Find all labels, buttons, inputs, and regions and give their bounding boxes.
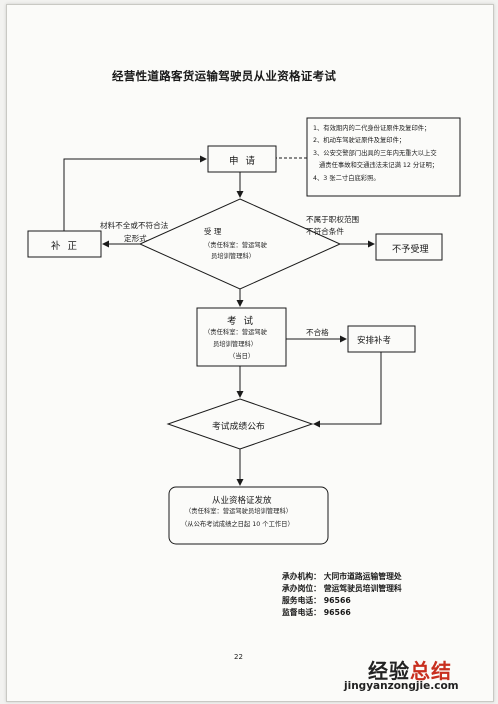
requirement-line: 通责任事故和交通违法未记满 12 分证明；	[319, 162, 439, 169]
edge-label-not-qualified: 不符合条件	[306, 227, 344, 236]
edge-label-out-of-scope: 不属于职权范围	[306, 215, 360, 224]
issue-title: 从业资格证发放	[212, 496, 272, 506]
arrow-supplement-apply	[63, 155, 207, 231]
exam-line2: 员培训管理科）	[213, 341, 258, 348]
requirement-line: 2、机动车驾驶证原件及复印件；	[313, 137, 406, 144]
contact-supervise-phone: 监督电话： 96566	[282, 608, 351, 617]
edge-label-incomplete-2: 定形式	[124, 234, 147, 243]
accept-line2: 员培训管理科）	[211, 253, 256, 260]
issue-line1: （责任科室：营运驾驶员培训管理科）	[185, 508, 293, 515]
issue-box	[168, 486, 329, 545]
watermark-logo: 经验总结	[368, 655, 452, 684]
requirement-line: 3、公安交警部门出具的三年内无重大以上交	[313, 150, 437, 157]
watermark-text-prefix: 经验	[368, 659, 410, 683]
exam-box	[196, 307, 287, 367]
exam-line3: （当日）	[229, 353, 255, 360]
reject-label: 不予受理	[392, 244, 429, 255]
arrow-makeup-publish	[313, 352, 382, 428]
watermark-url: jingyanzongjie.com	[344, 680, 459, 692]
contact-service-phone: 服务电话： 96566	[282, 596, 351, 605]
edge-label-fail: 不合格	[306, 328, 329, 337]
watermark-text-highlight: 总结	[410, 659, 452, 683]
edge-label-incomplete: 材料不全或不符合法	[100, 221, 169, 230]
publish-label: 考试成绩公布	[212, 422, 265, 432]
document-title: 经营性道路客货运输驾驶员从业资格证考试	[112, 69, 337, 83]
page-number: 22	[234, 653, 243, 661]
accept-title: 受 理	[204, 227, 222, 236]
requirements-box	[306, 117, 461, 197]
exam-title: 考 试	[227, 316, 256, 327]
contact-post: 承办岗位： 营运驾驶员培训管理科	[282, 584, 402, 593]
requirement-line: 1、有效期内的二代身份证原件及复印件；	[313, 125, 431, 132]
reject-box	[375, 233, 443, 261]
exam-line1: （责任科室：营运驾驶	[204, 329, 267, 336]
supplement-label: 补 正	[51, 241, 80, 252]
makeup-label: 安排补考	[357, 336, 392, 346]
apply-label: 申 请	[229, 156, 258, 167]
contact-org: 承办机构： 大同市道路运输管理处	[282, 572, 402, 581]
issue-line2: （从公布考试成绩之日起 10 个工作日）	[181, 521, 294, 528]
apply-box	[207, 145, 277, 173]
document-page	[6, 4, 494, 702]
requirement-line: 4、3 张二寸白底彩照。	[313, 175, 380, 182]
accept-line1: （责任科室：营运驾驶	[204, 242, 267, 249]
